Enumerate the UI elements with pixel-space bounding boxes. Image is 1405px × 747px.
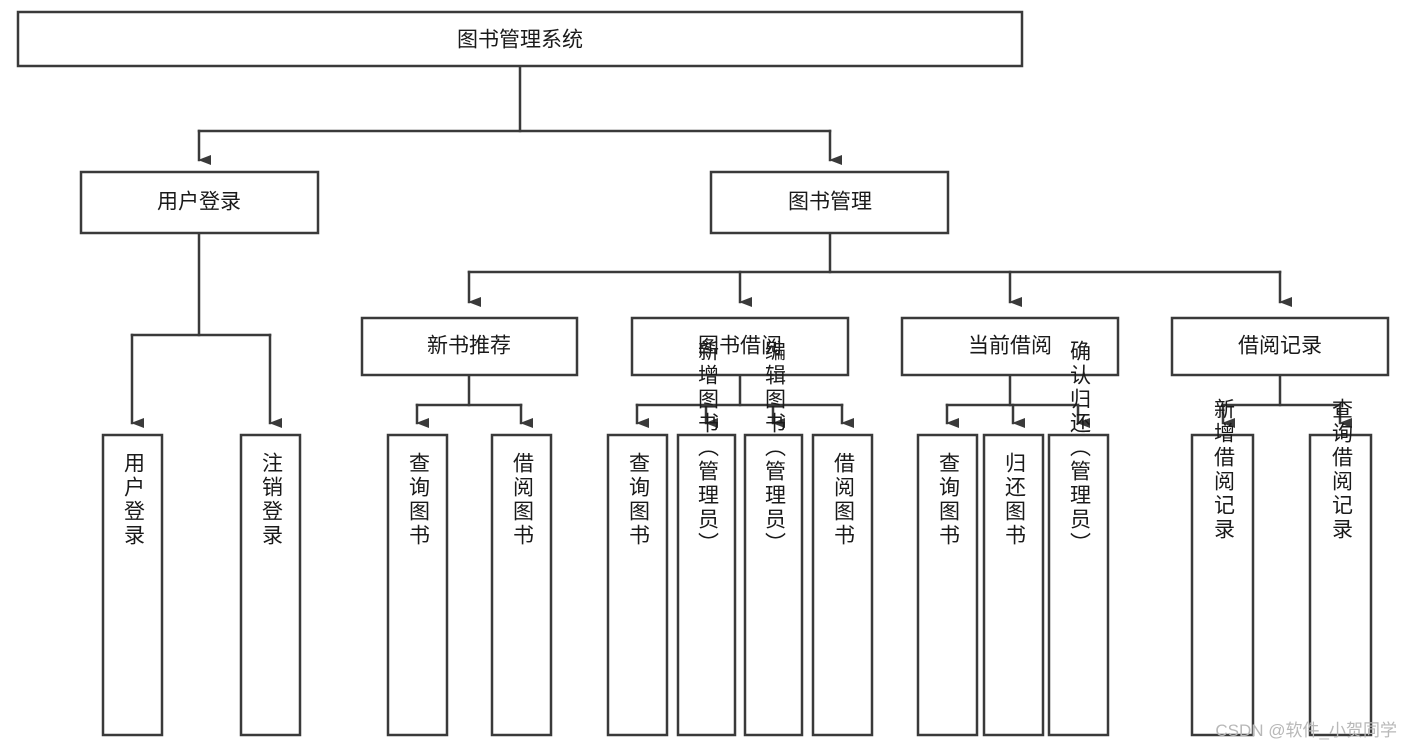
- node-leaf-query-book-2[interactable]: 查询图书: [606, 433, 669, 737]
- node-new-book-recommend[interactable]: 新书推荐: [360, 316, 579, 377]
- node-leaf-add-record[interactable]: 新增借阅记录: [1190, 398, 1255, 737]
- node-root-box[interactable]: [16, 10, 1024, 68]
- node-leaf-add-book-box[interactable]: [676, 433, 737, 737]
- node-new-book-recommend-box[interactable]: [360, 316, 579, 377]
- node-leaf-confirm-return-label: 确认归还（管理员）: [1068, 340, 1092, 556]
- node-leaf-edit-book[interactable]: 编辑图书（管理员）: [743, 340, 804, 737]
- node-leaf-edit-book-box[interactable]: [743, 433, 804, 737]
- node-new-book-recommend-label: 新书推荐: [427, 335, 511, 358]
- node-leaf-borrow-book-1-box[interactable]: [490, 433, 553, 737]
- node-leaf-query-record[interactable]: 查询借阅记录: [1308, 398, 1373, 737]
- node-leaf-query-book-1-label: 查询图书: [407, 452, 431, 548]
- node-root[interactable]: 图书管理系统: [16, 10, 1024, 68]
- node-leaf-query-record-label: 查询借阅记录: [1330, 398, 1354, 542]
- node-leaf-user-login-box[interactable]: [101, 433, 164, 737]
- node-leaf-borrow-book-1[interactable]: 借阅图书: [490, 433, 553, 737]
- connector-layer: [130, 64, 1352, 428]
- node-leaf-add-book[interactable]: 新增图书（管理员）: [676, 340, 737, 737]
- node-leaf-user-login-label: 用户登录: [122, 452, 146, 548]
- node-leaf-return-book-label: 归还图书: [1003, 452, 1027, 548]
- node-leaf-borrow-book-2-box[interactable]: [811, 433, 874, 737]
- node-leaf-query-book-2-label: 查询图书: [627, 452, 651, 548]
- node-leaf-confirm-return-box[interactable]: [1047, 433, 1110, 737]
- node-leaf-return-book-box[interactable]: [982, 433, 1045, 737]
- node-leaf-borrow-book-2-label: 借阅图书: [832, 452, 856, 548]
- node-leaf-query-book-1[interactable]: 查询图书: [386, 433, 449, 737]
- node-leaf-query-book-3-label: 查询图书: [937, 452, 961, 548]
- node-leaf-borrow-book-2[interactable]: 借阅图书: [811, 433, 874, 737]
- node-leaf-logout-label: 注销登录: [260, 452, 284, 548]
- node-leaf-query-book-3-box[interactable]: [916, 433, 979, 737]
- node-leaf-query-book-2-box[interactable]: [606, 433, 669, 737]
- node-leaf-return-book[interactable]: 归还图书: [982, 433, 1045, 737]
- node-book-management-box[interactable]: [709, 170, 950, 235]
- node-user-login[interactable]: 用户登录: [79, 170, 320, 235]
- node-current-borrow-label: 当前借阅: [968, 335, 1052, 358]
- node-current-borrow[interactable]: 当前借阅: [900, 316, 1120, 377]
- node-root-label: 图书管理系统: [457, 29, 583, 52]
- node-borrow-record-label: 借阅记录: [1238, 335, 1322, 358]
- node-book-management-label: 图书管理: [788, 191, 872, 214]
- node-user-login-label: 用户登录: [157, 191, 241, 214]
- node-leaf-confirm-return[interactable]: 确认归还（管理员）: [1047, 340, 1110, 737]
- node-borrow-record-box[interactable]: [1170, 316, 1390, 377]
- node-leaf-query-record-box[interactable]: [1308, 433, 1373, 737]
- node-leaf-user-login[interactable]: 用户登录: [101, 433, 164, 737]
- node-user-login-box[interactable]: [79, 170, 320, 235]
- node-book-borrow-box[interactable]: [630, 316, 850, 377]
- node-book-borrow[interactable]: 图书借阅: [630, 316, 850, 377]
- node-leaf-logout[interactable]: 注销登录: [239, 433, 302, 737]
- node-book-management[interactable]: 图书管理: [709, 170, 950, 235]
- node-leaf-borrow-book-1-label: 借阅图书: [511, 452, 535, 548]
- node-book-borrow-label: 图书借阅: [698, 335, 782, 358]
- node-leaf-edit-book-label: 编辑图书（管理员）: [763, 340, 787, 556]
- node-current-borrow-box[interactable]: [900, 316, 1120, 377]
- node-leaf-add-book-label: 新增图书（管理员）: [696, 340, 720, 556]
- node-leaf-add-record-label: 新增借阅记录: [1212, 398, 1236, 542]
- node-leaf-query-book-1-box[interactable]: [386, 433, 449, 737]
- node-borrow-record[interactable]: 借阅记录: [1170, 316, 1390, 377]
- node-leaf-add-record-box[interactable]: [1190, 433, 1255, 737]
- node-leaf-logout-box[interactable]: [239, 433, 302, 737]
- node-leaf-query-book-3[interactable]: 查询图书: [916, 433, 979, 737]
